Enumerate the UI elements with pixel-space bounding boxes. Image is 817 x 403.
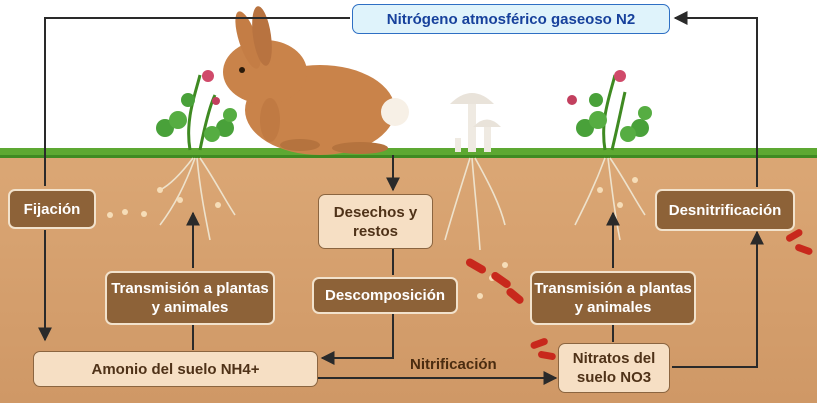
denitrification-box: Desnitrificación — [655, 189, 795, 231]
cycle-arrows — [38, 11, 764, 385]
mushrooms-illustration — [450, 93, 501, 152]
clover-plant-left — [156, 70, 237, 151]
waste-box: Desechos y restos — [318, 194, 433, 249]
atmospheric-nitrogen-box: Nitrógeno atmosférico gaseoso N2 — [352, 4, 670, 34]
bacteria-illustration — [465, 229, 813, 360]
clover-plant-right — [567, 70, 652, 151]
decomposition-box: Descomposición — [312, 277, 458, 314]
transmission-left-box: Transmisión a plantas y animales — [105, 271, 275, 325]
grass-strip — [0, 148, 817, 157]
nitrification-label: Nitrificación — [410, 356, 497, 373]
ammonium-box: Amonio del suelo NH4+ — [33, 351, 318, 387]
transmission-right-box: Transmisión a plantas y animales — [530, 271, 696, 325]
nitrates-box: Nitratos del suelo NO3 — [558, 343, 670, 393]
fixation-box: Fijación — [8, 189, 96, 229]
rabbit-illustration — [223, 6, 409, 155]
